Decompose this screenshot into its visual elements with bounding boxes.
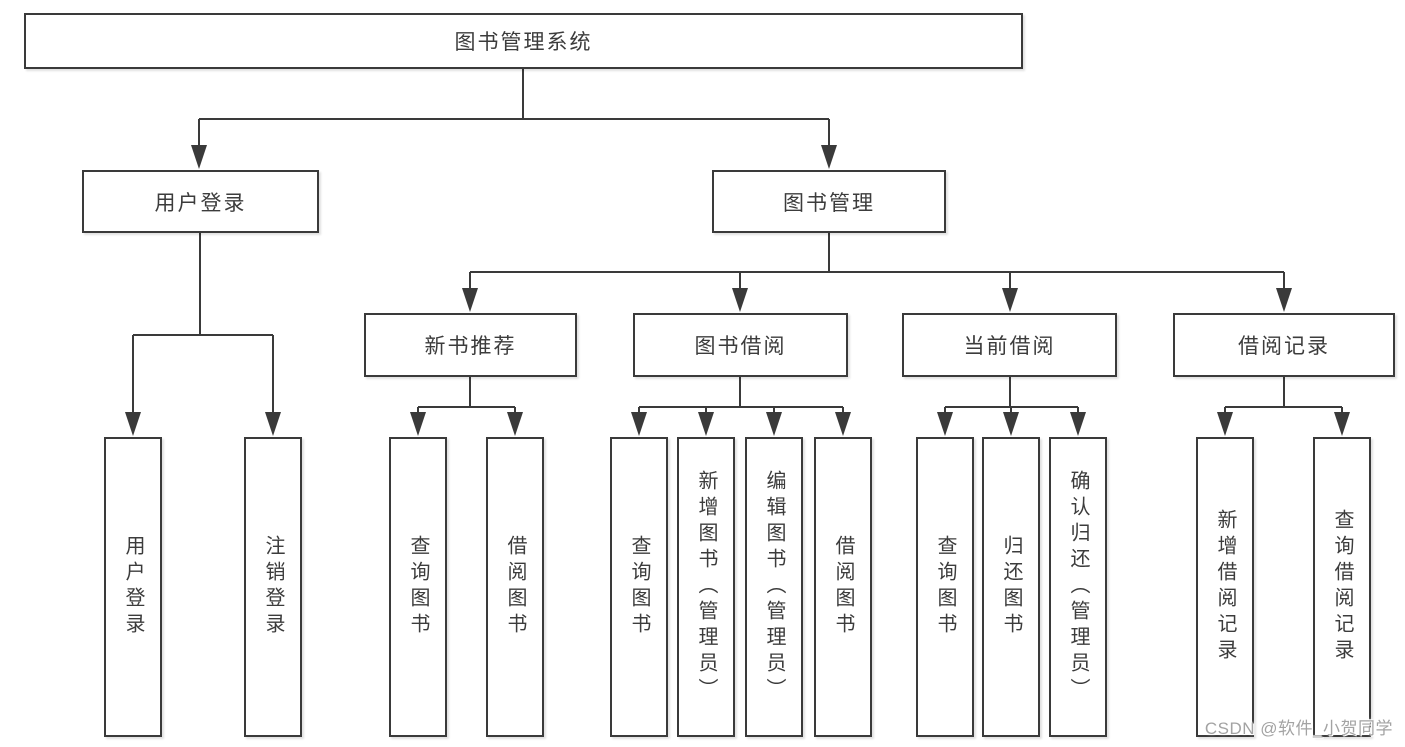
leaf-query-books: 查询图书 (389, 437, 447, 737)
leaf-add-borrow-record: 新增借阅记录 (1196, 437, 1254, 737)
leaf-user-login: 用户登录 (104, 437, 162, 737)
node-new-book-recommendation: 新书推荐 (364, 313, 577, 377)
leaf-add-books-admin: 新增图书（管理员） (677, 437, 735, 737)
node-library-management-system: 图书管理系统 (24, 13, 1023, 69)
node-borrowing-records: 借阅记录 (1173, 313, 1395, 377)
leaf-logout: 注销登录 (244, 437, 302, 737)
leaf-borrow-books: 借阅图书 (486, 437, 544, 737)
node-book-management: 图书管理 (712, 170, 946, 233)
node-book-borrowing: 图书借阅 (633, 313, 848, 377)
node-current-borrowing: 当前借阅 (902, 313, 1117, 377)
connector-segments (132, 69, 1343, 415)
leaf-query-books: 查询图书 (916, 437, 974, 737)
arrowheads (125, 145, 1350, 436)
leaf-edit-books-admin: 编辑图书（管理员） (745, 437, 803, 737)
leaf-query-books: 查询图书 (610, 437, 668, 737)
csdn-watermark: CSDN @软件_小贺同学 (1204, 719, 1393, 738)
node-user-login: 用户登录 (82, 170, 319, 233)
leaf-borrow-books: 借阅图书 (814, 437, 872, 737)
leaf-return-books: 归还图书 (982, 437, 1040, 737)
leaf-query-borrow-record: 查询借阅记录 (1313, 437, 1371, 737)
leaf-confirm-return-admin: 确认归还（管理员） (1049, 437, 1107, 737)
